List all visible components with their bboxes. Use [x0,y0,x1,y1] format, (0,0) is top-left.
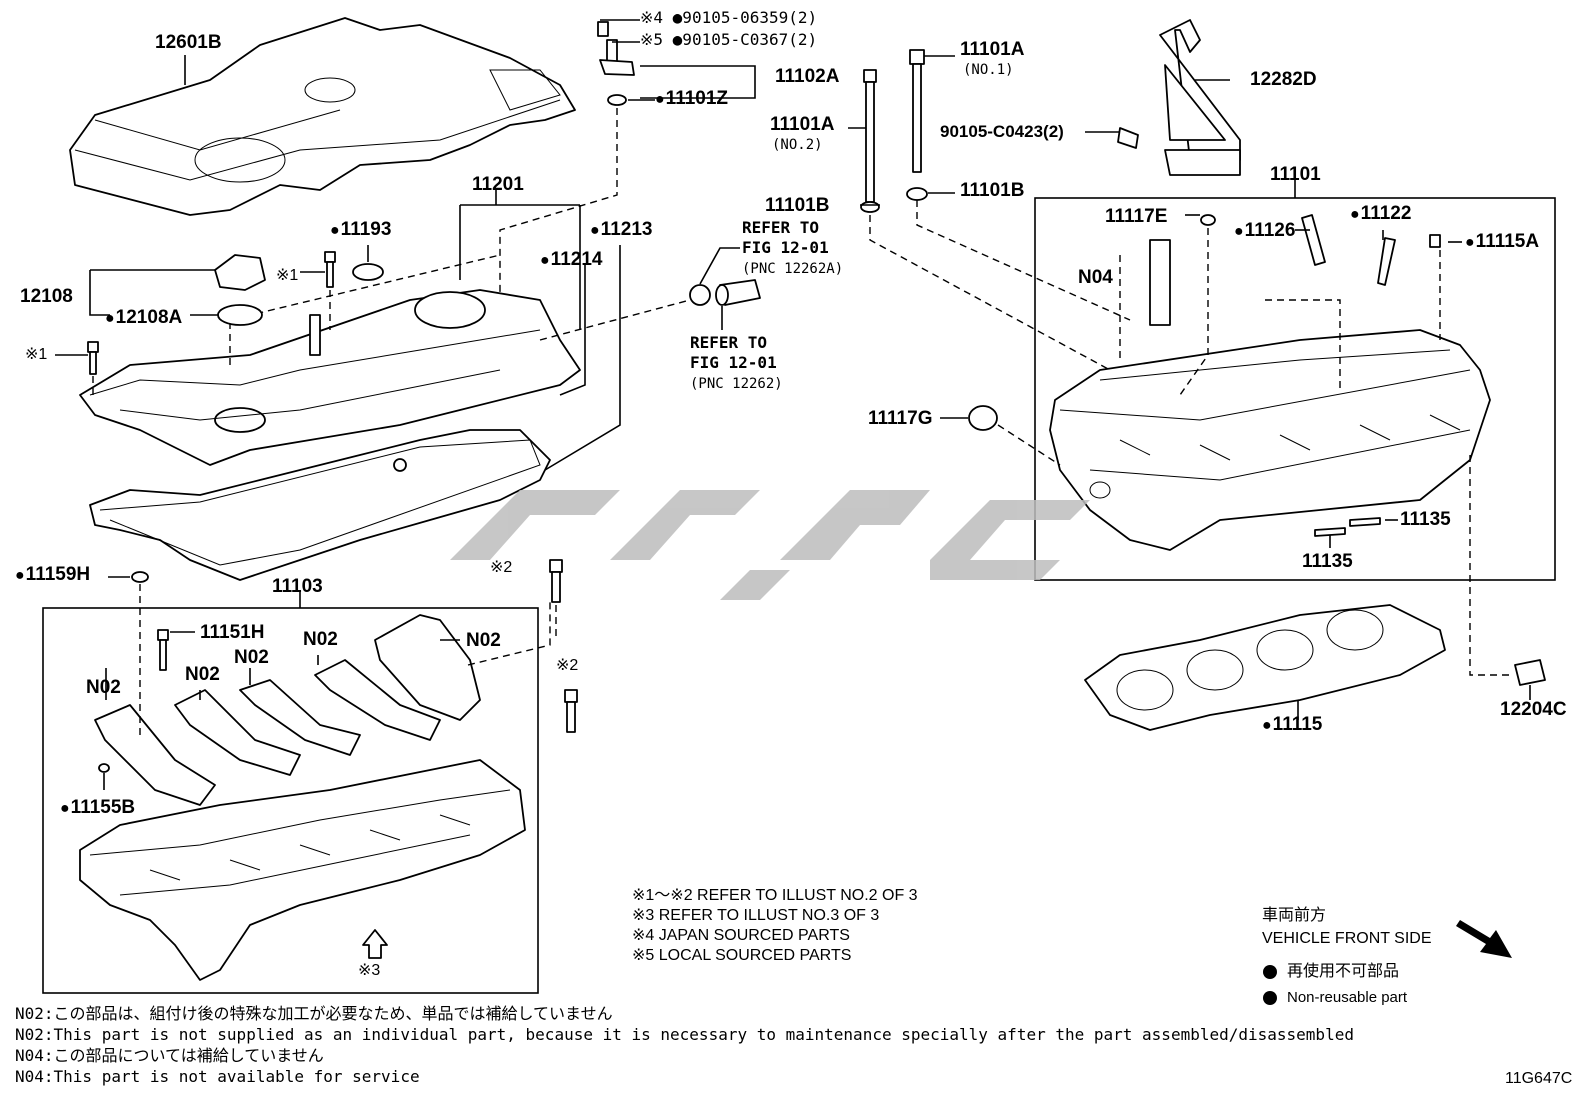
hanger-bolt [1117,127,1139,149]
label-12601B: 12601B [155,32,222,53]
legend-dot-1 [1263,965,1277,979]
cylinder-head-cover [79,289,581,466]
label-no1: (NO.1) [963,62,1014,78]
label-refer-to-2: REFER TO [690,333,768,352]
oil-filler-cap [214,254,266,326]
camshaft-housing [79,759,526,981]
label-star2-b: ※2 [556,657,579,674]
legend-front-en: VEHICLE FRONT SIDE [1262,930,1432,947]
label-11155B: 11155B [60,798,135,817]
plug-12204C [1514,659,1546,686]
label-star2-a: ※2 [490,559,513,576]
label-no2: (NO.2) [772,137,823,153]
label-12108A: 12108A [105,308,183,327]
label-11122: 11122 [1350,204,1412,223]
hose-clamp [689,279,761,306]
label-11126: 11126 [1234,221,1296,240]
label-11115A: 11115A [1465,232,1539,251]
head-bolts [860,49,928,213]
label-90105-C0367: ※5 ●90105-C0367(2) [640,30,818,49]
oil-control-valve-bolt [597,21,635,106]
plug-11193 [352,263,384,281]
label-90105-C0423: 90105-C0423(2) [940,122,1064,141]
legend-nonreuse-en: Non-reusable part [1287,989,1408,1006]
label-90105-06359: ※4 ●90105-06359(2) [640,8,818,27]
note-4: ※5 LOCAL SOURCED PARTS [632,947,852,964]
label-N02-e: N02 [466,630,501,651]
label-refer-to-1: REFER TO [742,218,820,237]
cylinder-head [1049,329,1491,551]
label-11101B-left: 11101B [765,195,830,216]
label-11115: 11115 [1262,715,1323,734]
engine-hanger [1159,19,1241,176]
label-11135-b: 11135 [1302,551,1353,572]
footnote-n04-jp: N04:この部品については補給していません [15,1046,324,1065]
label-11213: 11213 [590,220,653,239]
label-11135-a: 11135 [1400,509,1451,530]
label-11101A-no2: 11101A [770,114,835,135]
label-11151H: 11151H [200,622,265,643]
label-star1-a: ※1 [276,267,299,284]
label-12282D: 12282D [1250,69,1317,90]
label-pnc-12262: (PNC 12262) [690,376,783,392]
legend-nonreuse-jp: 再使用不可部品 [1287,963,1400,980]
bearing-cap-box [42,607,539,994]
label-fig-1: FIG 12-01 [742,238,829,257]
head-small-parts [968,214,1441,537]
note-1: ※1～※2 REFER TO ILLUST NO.2 OF 3 [632,887,918,904]
cover-bolts [87,251,336,375]
label-pnc-12262A: (PNC 12262A) [742,261,844,277]
label-N02-a: N02 [86,677,121,698]
note-2: ※3 REFER TO ILLUST NO.3 OF 3 [632,907,880,924]
label-11214: 11214 [540,250,603,269]
footnote-n02-jp: N02:この部品は、組付け後の特殊な加工が必要なため、単品では補給していません [15,1004,613,1023]
bearing-bolts [98,559,578,773]
label-N02-b: N02 [185,664,220,685]
label-11201: 11201 [472,174,524,195]
head-gasket [1084,604,1446,731]
label-11103: 11103 [272,576,323,597]
footnote-n02-en: N02:This part is not supplied as an indi… [15,1025,1354,1044]
watermark-logo [450,490,1090,600]
front-arrow-icon [1456,920,1512,958]
label-fig-2: FIG 12-01 [690,353,777,372]
label-11101Z: 11101Z [655,89,728,108]
legend-front-jp: 車両前方 [1262,907,1327,924]
label-N02-d: N02 [303,629,338,650]
label-12108: 12108 [20,286,73,307]
label-11117E: 11117E [1105,206,1168,227]
bearing-caps [94,614,481,806]
label-star3: ※3 [358,962,381,979]
label-12204C: 12204C [1500,699,1567,720]
engine-cover [69,17,576,216]
label-11117G: 11117G [868,408,933,429]
label-star1-b: ※1 [25,346,48,363]
footnote-n04-en: N04:This part is not available for servi… [15,1067,420,1086]
legend-dot-2 [1263,991,1277,1005]
label-N04: N04 [1078,267,1113,288]
label-11101B-right: 11101B [960,180,1025,201]
label-11101A-no1: 11101A [960,39,1025,60]
label-11159H: 11159H [15,565,90,584]
label-11101: 11101 [1270,164,1321,185]
note-3: ※4 JAPAN SOURCED PARTS [632,927,850,944]
label-N02-c: N02 [234,647,269,668]
illustration-code: 11G647C [1505,1070,1573,1087]
label-11193: 11193 [330,220,392,239]
label-11102A: 11102A [775,66,840,87]
